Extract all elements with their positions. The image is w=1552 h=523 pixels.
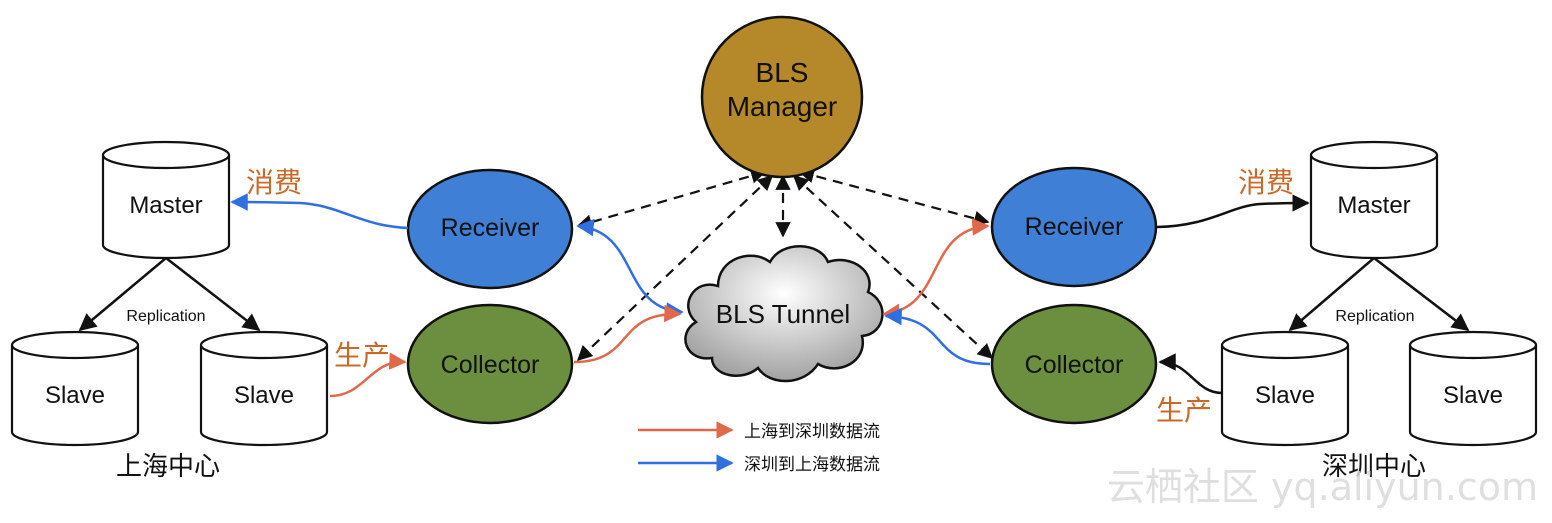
link-manager-receiver-sh (576, 168, 767, 230)
sz-slave2-label: Slave (1443, 382, 1503, 409)
tunnel-label: BLS Tunnel (716, 299, 850, 329)
sh-slave1-db: Slave (10, 330, 140, 447)
sz-slave2-db: Slave (1408, 330, 1538, 447)
manager-label-line2: Manager (727, 91, 838, 122)
legend-label-sz-to-sh: 深圳到上海数据流 (744, 455, 880, 475)
sh-produce-label: 生产 (334, 339, 390, 372)
sh-tunnel-receiver-flow (576, 218, 684, 320)
link-manager-receiver-sz (798, 168, 990, 226)
watermark: 云栖社区 yq.aliyun.com (1107, 465, 1538, 509)
link-manager-collector-sh (576, 174, 774, 362)
sh-collector-tunnel-flow (573, 304, 682, 364)
legend-item-sz-to-sh: 深圳到上海数据流 (638, 454, 880, 475)
shenzhen-center: Master Slave Slave Replication Receiver (882, 140, 1538, 482)
sz-master-label: Master (1337, 192, 1410, 219)
sh-master-label: Master (129, 192, 202, 219)
manager-label-line1: BLS (756, 57, 809, 88)
sh-receiver-node: Receiver (406, 168, 574, 290)
sh-collector-label: Collector (441, 351, 540, 379)
sz-center-label: 深圳中心 (1322, 452, 1426, 482)
sz-produce-flow (1158, 353, 1223, 395)
sz-tunnel-receiver-flow (882, 218, 990, 322)
sh-consume-flow (230, 193, 409, 230)
bls-manager-node: BLS Manager (700, 15, 864, 179)
sz-replication-label: Replication (1335, 308, 1414, 325)
sh-slave2-db: Slave (199, 330, 329, 447)
sh-slave1-label: Slave (45, 382, 105, 409)
sz-consume-flow (1156, 194, 1310, 229)
sz-collector-tunnel-flow (884, 307, 991, 366)
sz-collector-node: Collector (990, 303, 1158, 425)
sz-collector-label: Collector (1025, 351, 1124, 379)
sz-produce-label: 生产 (1156, 394, 1212, 427)
sz-master-db: Master (1309, 140, 1439, 260)
sz-slave1-db: Slave (1220, 330, 1350, 447)
manager-dashed-links (576, 168, 994, 362)
sh-replication-label: Replication (126, 308, 205, 325)
sh-receiver-label: Receiver (441, 214, 540, 242)
sh-center-label: 上海中心 (116, 452, 220, 482)
sh-slave2-label: Slave (234, 382, 294, 409)
legend-item-sh-to-sz: 上海到深圳数据流 (638, 421, 880, 442)
legend-label-sh-to-sz: 上海到深圳数据流 (744, 422, 880, 442)
sh-collector-node: Collector (406, 303, 574, 425)
link-manager-collector-sz (792, 174, 994, 360)
sh-produce-flow (329, 352, 407, 398)
sh-master-db: Master (101, 140, 231, 260)
sz-consume-label: 消费 (1238, 166, 1294, 199)
sz-replication-arrows (1288, 257, 1470, 332)
shanghai-center: Master Slave Slave Replication Receiver (10, 140, 684, 482)
sh-replication-arrows (78, 257, 261, 332)
sz-receiver-node: Receiver (990, 166, 1158, 288)
sz-receiver-label: Receiver (1025, 213, 1124, 241)
sh-consume-label: 消费 (246, 166, 302, 199)
sz-slave1-label: Slave (1255, 382, 1315, 409)
legend: 上海到深圳数据流 深圳到上海数据流 (638, 421, 880, 475)
bls-tunnel-node: BLS Tunnel (684, 245, 884, 383)
